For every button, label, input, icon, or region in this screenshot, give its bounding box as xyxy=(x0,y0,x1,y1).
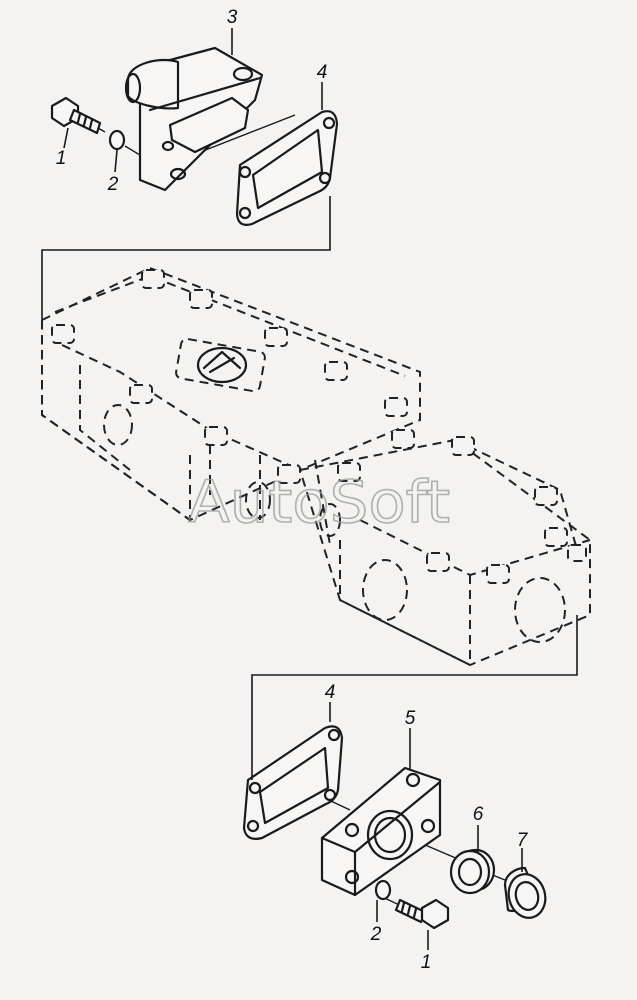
housing-ghost-outline xyxy=(41,266,591,667)
callout-bottom-gasket: 4 xyxy=(325,682,336,703)
watermark-text: AutoSoft xyxy=(188,468,450,536)
callout-bottom-bolt: 1 xyxy=(421,952,432,973)
flange-bottom-5 xyxy=(320,766,442,897)
flange-housing-3 xyxy=(124,46,264,192)
gasket-top-4 xyxy=(235,110,339,226)
callout-seal-ring: 6 xyxy=(473,804,484,825)
callout-top-flange: 3 xyxy=(227,7,238,28)
callout-labels: 3 4 1 2 4 5 6 7 2 1 xyxy=(56,7,529,973)
bolt-top-1 xyxy=(50,96,102,135)
callout-top-washer: 2 xyxy=(107,174,119,195)
callout-bottom-flange: 5 xyxy=(405,708,416,729)
washer-bottom-2 xyxy=(374,879,392,901)
callout-bushing: 7 xyxy=(517,830,529,851)
gasket-bottom-4 xyxy=(242,725,344,840)
callout-top-bolt: 1 xyxy=(56,148,67,169)
bolt-bottom-1 xyxy=(394,898,450,930)
callout-bottom-washer: 2 xyxy=(370,924,382,945)
leader-lines xyxy=(41,28,578,950)
housing-bolt-heads xyxy=(51,269,587,584)
washer-top-2 xyxy=(108,129,126,151)
callout-top-gasket: 4 xyxy=(317,62,328,83)
seal-ring-6 xyxy=(449,848,496,895)
bushing-7 xyxy=(503,866,547,919)
